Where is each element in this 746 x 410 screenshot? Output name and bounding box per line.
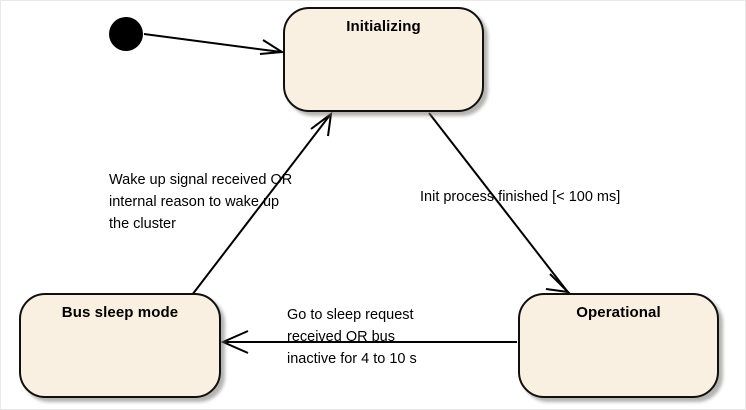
transition-label-wake-up-line-1: Wake up signal received OR [109,172,293,188]
transition-label-go-to-sleep-line-2: received OR bus [287,329,395,345]
state-node-bus-sleep-mode[interactable]: Bus sleep mode [19,293,221,398]
transition-label-wake-up-line-2: internal reason to wake up [109,194,280,210]
transition-label-init-process-line-1: Init process finished [< 100 ms] [420,189,621,205]
state-label-operational: Operational [576,304,661,321]
edge-bus-sleep-mode-to-initializing [191,111,333,296]
state-label-initializing: Initializing [346,18,421,35]
state-node-initializing[interactable]: Initializing [283,7,484,112]
edge-operational-to-bus-sleep-mode [220,330,517,354]
transition-label-go-to-sleep-line-3: inactive for 4 to 10 s [287,351,417,367]
transition-label-wake-up-line-3: the cluster [109,216,176,232]
transition-label-go-to-sleep: Go to sleep request received OR bus inac… [287,304,417,370]
transition-label-wake-up: Wake up signal received OR internal reas… [109,169,292,235]
edge-start-to-initializing [143,33,286,55]
transition-label-go-to-sleep-line-1: Go to sleep request [287,307,414,323]
state-node-operational[interactable]: Operational [518,293,719,398]
state-label-bus-sleep-mode: Bus sleep mode [61,304,179,321]
initial-state-node[interactable] [109,17,143,51]
edge-initializing-to-operational [428,112,571,294]
transition-label-init-process: Init process finished [< 100 ms] [420,186,620,208]
